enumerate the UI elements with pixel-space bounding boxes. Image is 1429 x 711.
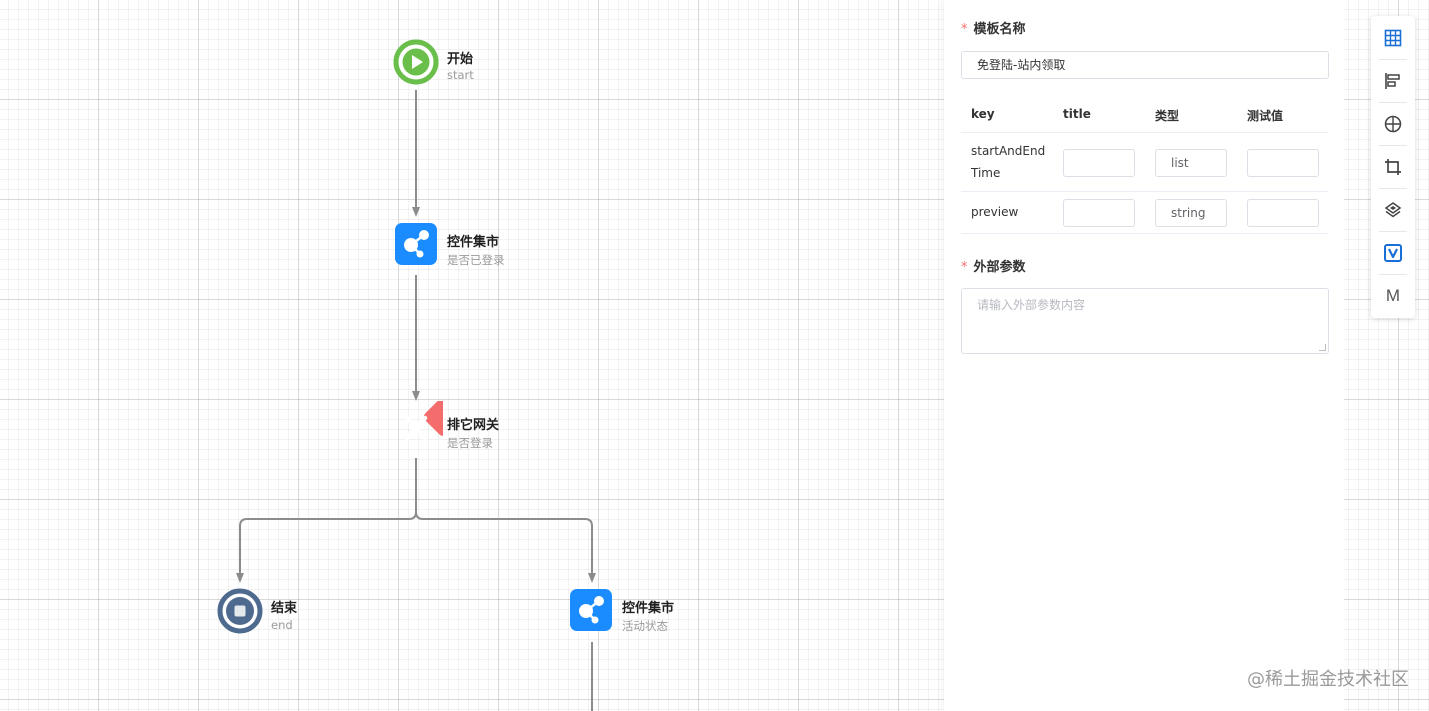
crosshair-icon[interactable] [1371,102,1415,145]
type-input[interactable]: string [1155,199,1227,227]
required-mark: * [961,22,968,37]
align-icon[interactable] [1371,59,1415,102]
flow-connections [236,90,596,711]
type-input[interactable]: list [1155,149,1227,177]
edge-gateway-task2 [415,511,596,583]
start-node-subtitle: start [447,68,474,82]
service-task-icon[interactable] [570,589,612,631]
task1-node-title[interactable]: 控件集市 [447,235,500,250]
test-value-input[interactable] [1247,199,1319,227]
m-label: M [1385,285,1401,305]
task2-node-subtitle: 活动状态 [622,619,668,633]
grid-icon[interactable] [1371,16,1415,59]
gateway-node-title[interactable]: 排它网关 [447,418,500,433]
exclusive-gateway-icon[interactable] [389,397,463,455]
edge-gateway-end [236,458,417,583]
test-value-input[interactable] [1247,149,1319,177]
column-header-key: key [971,107,995,121]
properties-panel [944,0,1344,711]
m-icon[interactable]: M [1371,274,1415,317]
template-name-input[interactable]: 免登陆-站内领取 [961,51,1329,79]
start-event-icon[interactable] [393,39,439,85]
table-divider [961,191,1328,192]
side-toolbar: M [1371,16,1415,318]
column-header-type: 类型 [1155,109,1180,123]
task2-node-title[interactable]: 控件集市 [622,601,675,616]
external-params-label-text: 外部参数 [973,260,1026,275]
table-divider [961,233,1328,234]
title-input[interactable] [1063,199,1135,227]
end-node-subtitle: end [271,618,293,632]
column-header-test-value: 测试值 [1247,109,1284,123]
service-task-icon[interactable] [395,223,437,265]
start-node-title[interactable]: 开始 [447,52,474,67]
row-key-line1: startAndEnd [971,144,1046,158]
row-key-line2: Time [971,166,1001,180]
resize-grip-icon[interactable] [1319,344,1326,351]
row-key: preview [971,205,1019,219]
external-params-textarea[interactable]: 请输入外部参数内容 [961,288,1329,354]
layers-icon[interactable] [1371,188,1415,231]
external-params-placeholder: 请输入外部参数内容 [977,298,1086,312]
template-name-label-text: 模板名称 [973,22,1026,37]
gateway-node-subtitle: 是否登录 [447,436,493,450]
template-name-label: * 模板名称 [961,18,1026,37]
v-icon[interactable] [1371,231,1415,274]
column-header-title: title [1063,107,1091,121]
table-divider [961,132,1328,133]
required-mark: * [961,260,968,275]
crop-icon[interactable] [1371,145,1415,188]
task1-node-subtitle: 是否已登录 [447,253,505,267]
watermark: @稀土掘金技术社区 [1247,669,1409,690]
end-event-icon[interactable] [217,588,263,634]
external-params-label: * 外部参数 [961,256,1026,275]
title-input[interactable] [1063,149,1135,177]
end-node-title[interactable]: 结束 [271,601,298,616]
